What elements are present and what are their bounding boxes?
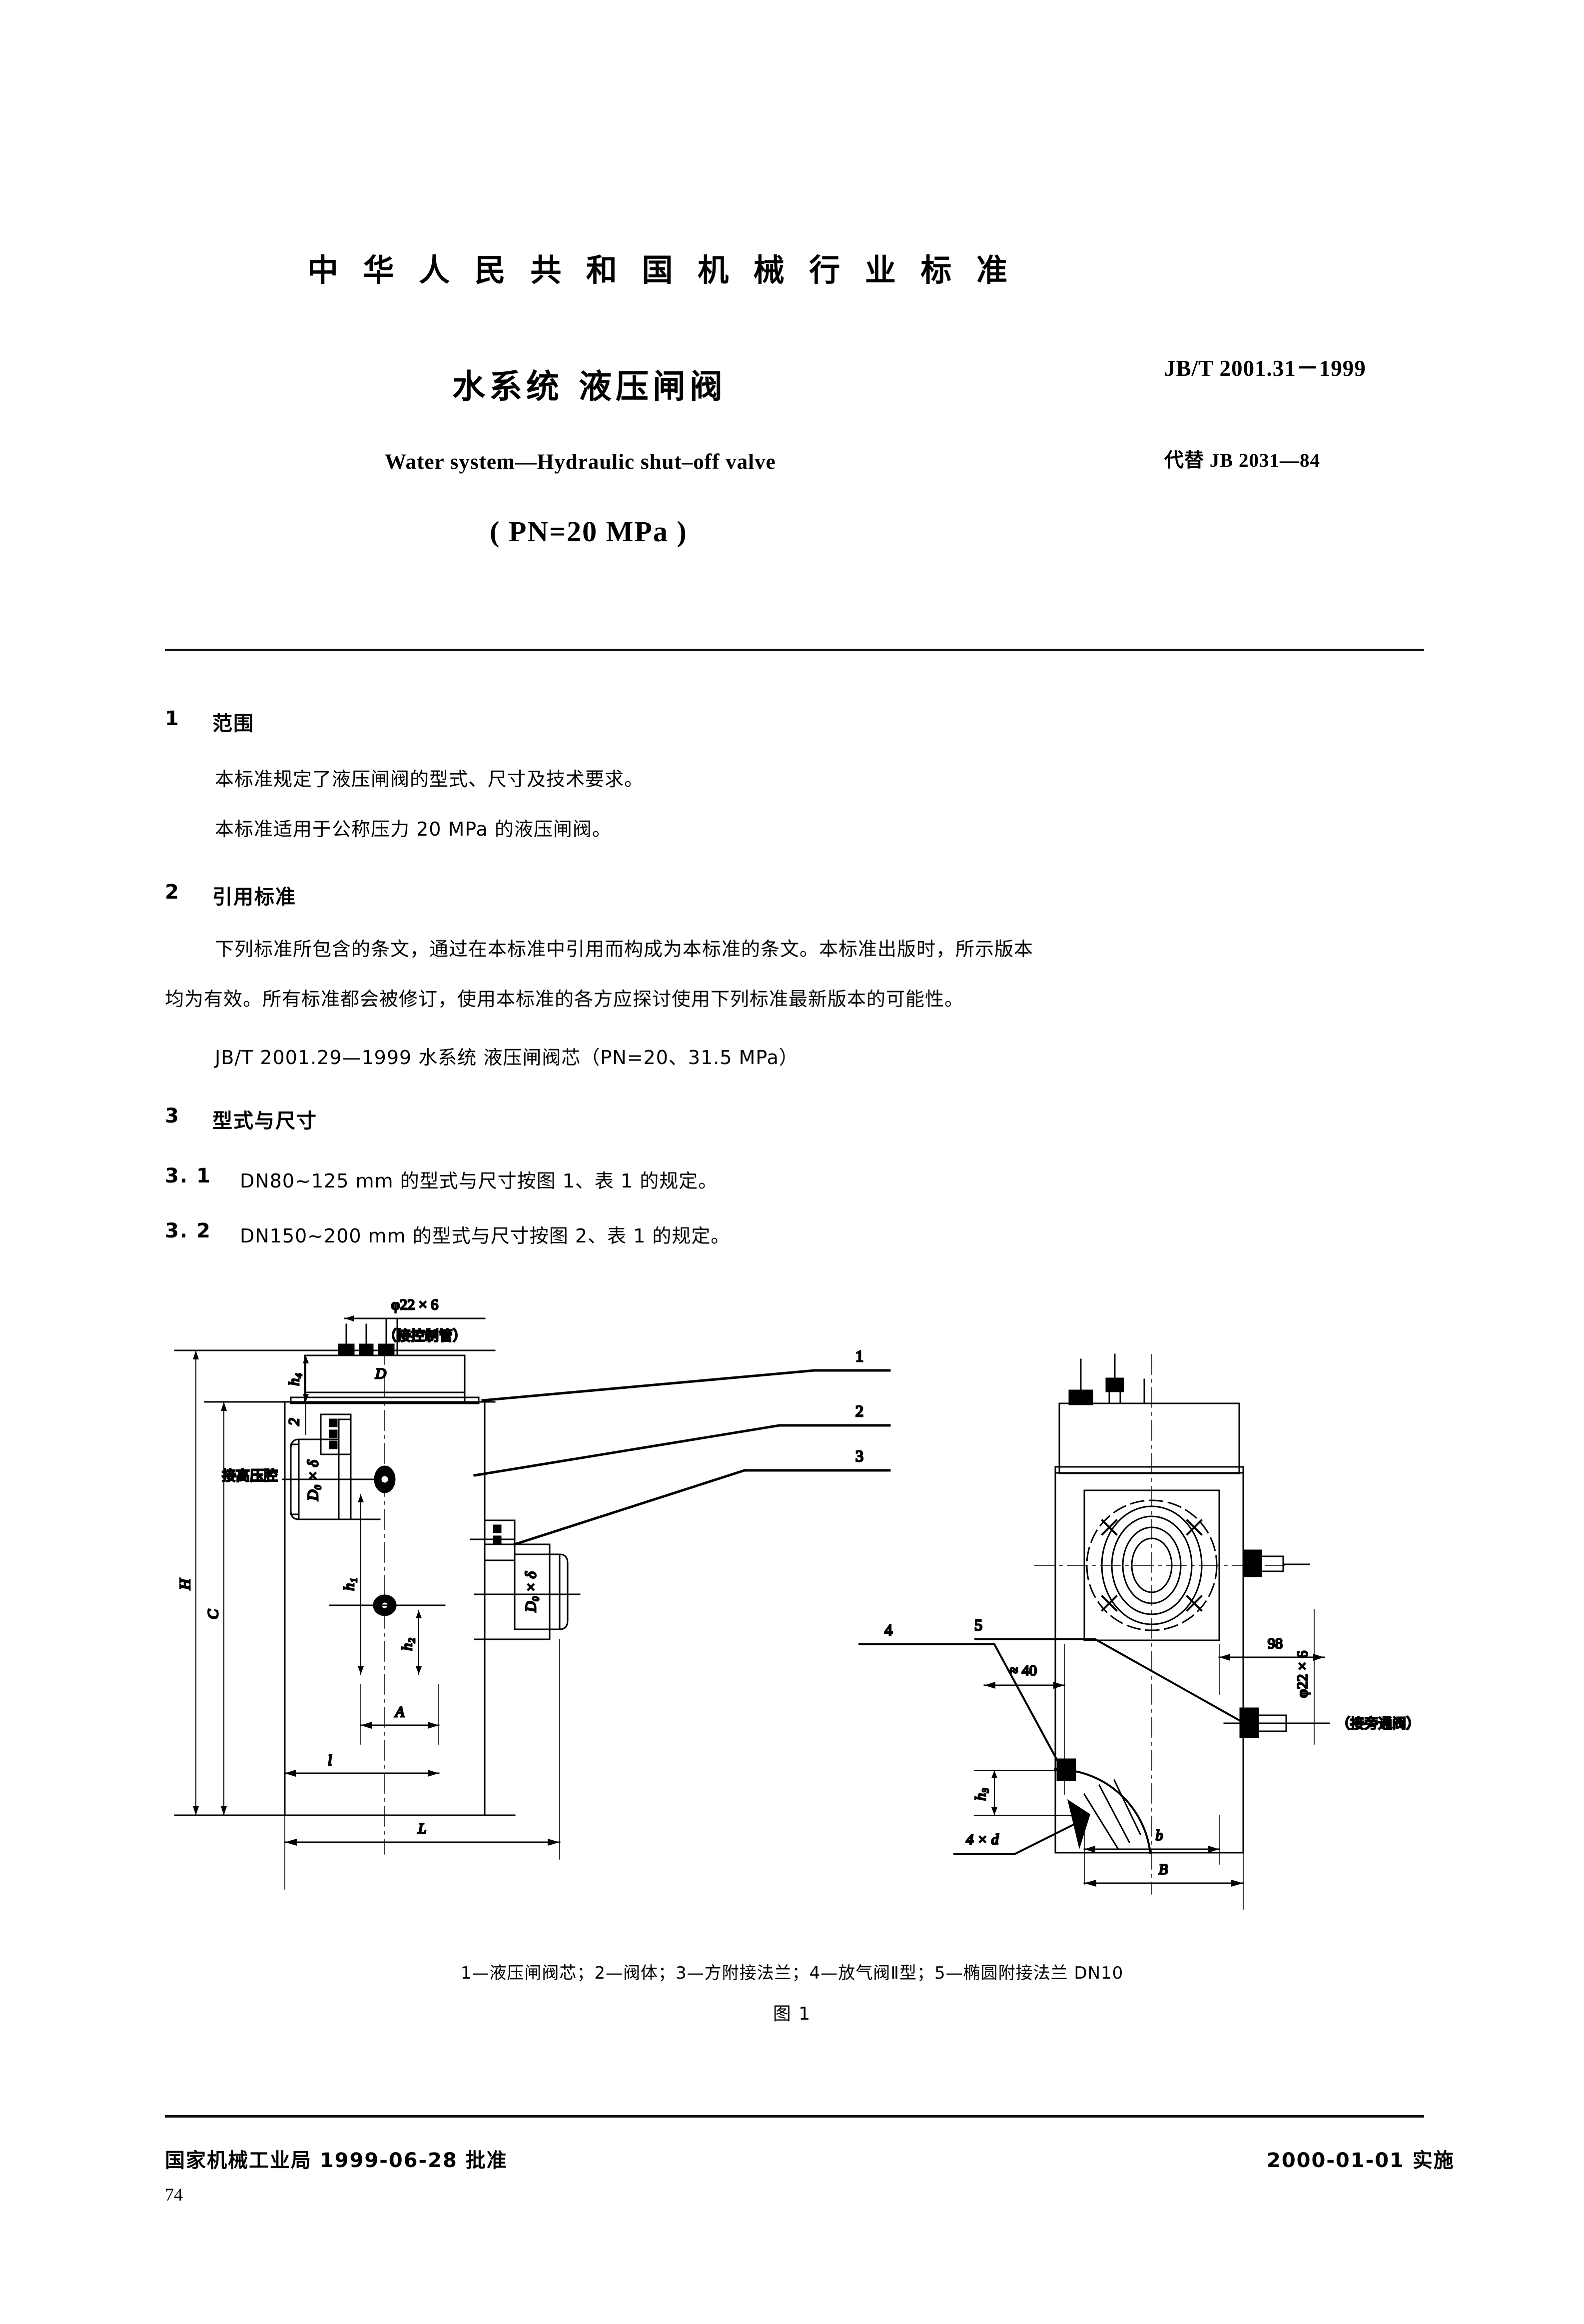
section-2-number: 2 [165,881,180,904]
section-3-2-text: DN150~200 mm 的型式与尺寸按图 2、表 1 的规定。 [240,1225,731,1247]
section-3-number: 3 [165,1105,180,1128]
dim-L-label: L [418,1820,427,1837]
leader-2-label: 2 [855,1402,863,1420]
section-1-number: 1 [165,707,180,730]
page-number: 74 [165,2185,183,2205]
figure-caption: 1—液压闸阀芯；2—阀体；3—方附接法兰；4—放气阀Ⅱ型；5—椭圆附接法兰 DN… [460,1963,1124,1983]
section-3-2-number: 3. 2 [165,1219,211,1242]
leader-3-label: 3 [855,1447,863,1465]
top-port-spec-label: φ22 × 6 [391,1296,438,1313]
footer-divider-rule [165,2115,1424,2118]
dim-H-label: H [177,1578,193,1590]
flange-spec-right-label: D₀ × δ [523,1571,539,1612]
document-title-en: Water system—Hydraulic shut–off valve [385,450,776,474]
header-divider-rule [165,649,1424,651]
document-title-pressure: ( PN=20 MPa ) [490,515,688,548]
dim-b-label: b [1156,1827,1163,1844]
dim-D-label: D [375,1365,386,1382]
section-1-title: 范围 [212,712,254,735]
dim-h4-label: h₄ [286,1373,302,1385]
section-2-title: 引用标准 [212,886,296,909]
leader-1-label: 1 [855,1347,863,1365]
dim-B-label: B [1159,1861,1168,1878]
dim-A-label: A [394,1704,405,1720]
top-port-note-label: （接控制管） [383,1327,467,1344]
dim-approx40-label: ≈ 40 [1010,1662,1037,1679]
high-pressure-connection-label: 接高压腔 [222,1467,278,1484]
dim-l-label: l [328,1752,332,1769]
standard-number: JB/T 2001.31－1999 [1164,356,1366,381]
authority-heading: 中 华 人 民 共 和 国 机 械 行 业 标 准 [307,252,1015,288]
document-title-cn: 水系统 液压闸阀 [452,367,727,406]
dim-98-label: 98 [1268,1635,1283,1652]
flange-spec-left-label: D₀ × δ [305,1459,321,1501]
section-2-reference: JB/T 2001.29—1999 水系统 液压闸阀芯（PN=20、31.5 M… [215,1047,798,1069]
dim-4xd-label: 4 × d [966,1831,999,1848]
dim-h1-label: h₁ [341,1578,357,1590]
section-3-title: 型式与尺寸 [212,1110,317,1133]
footer-effective: 2000-01-01 实施 [1267,2149,1455,2172]
leader-4-label: 4 [884,1621,892,1639]
section-1-paragraph-2: 本标准适用于公称压力 20 MPa 的液压闸阀。 [215,818,612,840]
dim-2-label: 2 [286,1418,302,1426]
footer-approval: 国家机械工业局 1999-06-28 批准 [165,2149,508,2172]
dim-h2-label: h₂ [399,1638,415,1650]
figure-number: 图 1 [773,2004,811,2024]
section-1-paragraph-1: 本标准规定了液压闸阀的型式、尺寸及技术要求。 [215,768,644,790]
section-2-paragraph-line-2: 均为有效。所有标准都会被修订，使用本标准的各方应探讨使用下列标准最新版本的可能性… [165,988,964,1010]
leader-5-label: 5 [974,1616,982,1634]
dim-C-label: C [205,1609,221,1619]
side-port-note-label: （接旁通阀） [1336,1715,1420,1732]
dim-h3-label: h₃ [972,1788,989,1800]
superseded-standard: 代替 JB 2031—84 [1164,450,1321,471]
section-2-paragraph-line-1: 下列标准所包含的条文，通过在本标准中引用而构成为本标准的条文。本标准出版时，所示… [215,938,1034,960]
section-3-1-number: 3. 1 [165,1164,211,1187]
technical-drawing-figure-1: H C D [165,1294,1424,1944]
side-port-spec-label: φ22 × 6 [1294,1651,1311,1698]
section-3-1-text: DN80~125 mm 的型式与尺寸按图 1、表 1 的规定。 [240,1170,718,1192]
